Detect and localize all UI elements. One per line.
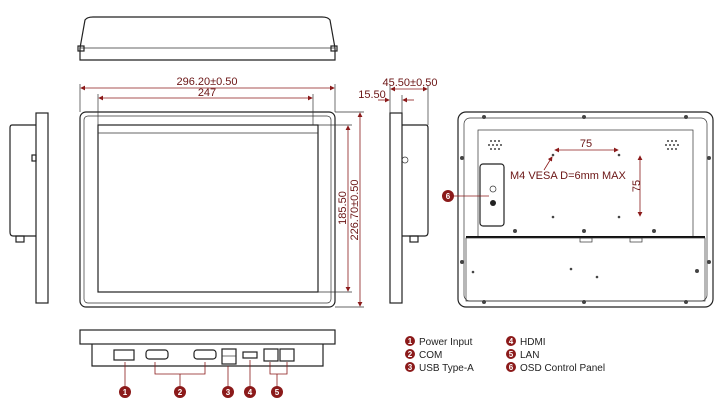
legend-item-lan: 5 LAN (506, 349, 539, 361)
svg-text:1: 1 (408, 337, 413, 346)
marker-lan: 5 (275, 388, 280, 397)
svg-text:5: 5 (509, 350, 514, 359)
svg-text:COM: COM (419, 350, 442, 361)
svg-text:6: 6 (509, 363, 514, 372)
right-side-view (389, 112, 429, 304)
vesa-note: M4 VESA D=6mm MAX (510, 170, 627, 182)
marker-usb: 3 (226, 388, 231, 397)
side-dimensions: 45.50±0.50 15.50 (358, 77, 437, 125)
svg-text:USB Type-A: USB Type-A (419, 363, 474, 374)
svg-text:Power Input: Power Input (419, 337, 473, 348)
legend-item-power: 1 Power Input (405, 336, 473, 348)
back-view (457, 111, 714, 308)
svg-text:2: 2 (408, 350, 413, 359)
legend-item-osd: 6 OSD Control Panel (506, 362, 605, 374)
svg-text:3: 3 (408, 363, 413, 372)
dim-overall-width: 296.20±0.50 (176, 76, 237, 88)
dim-screen-height: 185.50 (337, 191, 349, 225)
marker-osd: 6 (446, 192, 451, 201)
top-view (77, 16, 338, 61)
dim-vesa-vertical: 75 (631, 180, 643, 192)
svg-text:4: 4 (509, 337, 514, 346)
dim-screen-width: 247 (198, 87, 216, 99)
legend-item-hdmi: 4 HDMI (506, 336, 546, 348)
bottom-view: 1 2 3 4 5 (79, 329, 336, 398)
left-side-view (9, 112, 49, 304)
legend-item-com: 2 COM (405, 349, 442, 361)
dim-bezel-depth: 15.50 (358, 89, 386, 101)
svg-text:LAN: LAN (520, 350, 539, 361)
dim-overall-depth: 45.50±0.50 (383, 77, 438, 89)
marker-hdmi: 4 (248, 388, 253, 397)
legend: 1 Power Input 2 COM 3 USB Type-A 4 HDMI 5 LAN… (405, 336, 605, 374)
legend-item-usb: 3 USB Type-A (405, 362, 474, 374)
dim-vesa-horizontal: 75 (580, 138, 592, 150)
front-dimensions: 296.20±0.50 247 185.50 226.70±0.50 (79, 76, 364, 308)
svg-text:OSD Control Panel: OSD Control Panel (520, 363, 605, 374)
svg-text:HDMI: HDMI (520, 337, 546, 348)
marker-com: 2 (178, 388, 183, 397)
vesa-dimensions: 75 75 M4 VESA D=6mm MAX 6 (442, 138, 643, 217)
marker-power: 1 (123, 388, 128, 397)
dim-overall-height: 226.70±0.50 (349, 179, 361, 240)
front-view (79, 111, 336, 308)
